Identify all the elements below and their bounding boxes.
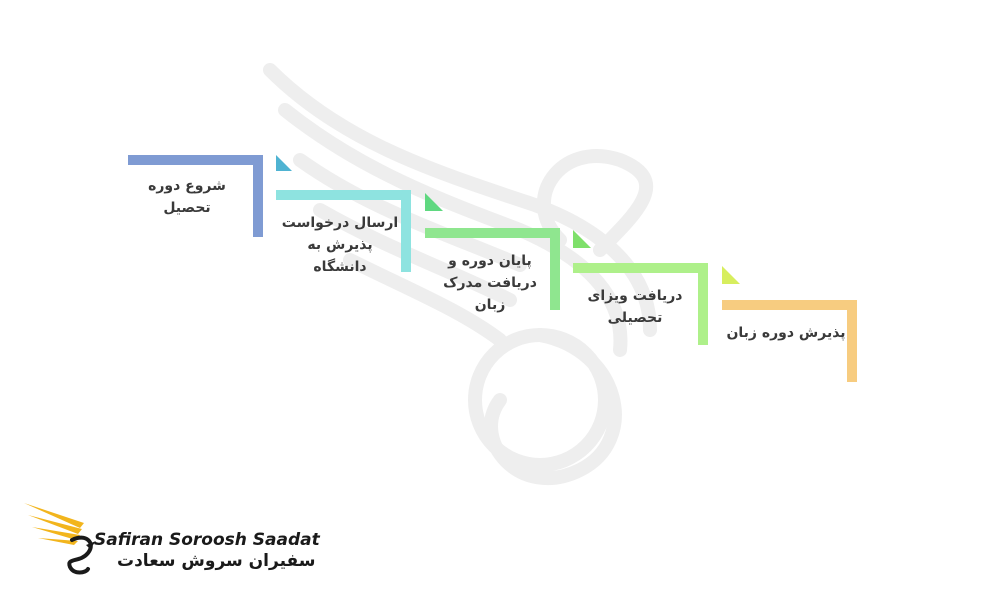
step-3-fold-icon: [425, 193, 443, 211]
step-1-label: شروع دوره تحصیل: [148, 178, 226, 216]
step-2-side-bar: [401, 190, 411, 272]
step-5-label: پذیرش دوره زبان: [726, 325, 846, 341]
logo-name-en: Safiran Soroosh Saadat: [94, 530, 320, 550]
step-4-side-bar: [698, 263, 708, 345]
step-4: دریافت ویزای تحصیلی: [573, 263, 708, 345]
step-5: پذیرش دوره زبان: [722, 300, 857, 382]
step-3: پایان دوره و دریافت مدرک زبان: [425, 228, 560, 313]
step-3-side-bar: [550, 228, 560, 310]
step-5-fold-icon: [722, 266, 740, 284]
step-5-side-bar: [847, 300, 857, 382]
logo-name-fa: سفیران سروش سعادت: [117, 551, 316, 571]
step-2-fold-icon: [276, 155, 292, 171]
step-4-fold-icon: [573, 230, 591, 248]
logo: Safiran Soroosh Saadat سفیران سروش سعادت: [22, 495, 322, 580]
step-4-label: دریافت ویزای تحصیلی: [587, 288, 683, 326]
step-2-label: ارسال درخواست پذیرش به دانشگاه: [281, 215, 399, 275]
step-1-side-bar: [253, 155, 263, 237]
step-1-top-bar: [128, 155, 263, 165]
bird-logo-icon: [24, 503, 96, 575]
step-3-label: پایان دوره و دریافت مدرک زبان: [443, 253, 537, 313]
step-5-top-bar: [722, 300, 857, 310]
step-2: ارسال درخواست پذیرش به دانشگاه: [276, 190, 411, 275]
step-3-top-bar: [425, 228, 560, 238]
step-1: شروع دوره تحصیل: [128, 155, 263, 237]
step-4-top-bar: [573, 263, 708, 273]
step-2-top-bar: [276, 190, 411, 200]
